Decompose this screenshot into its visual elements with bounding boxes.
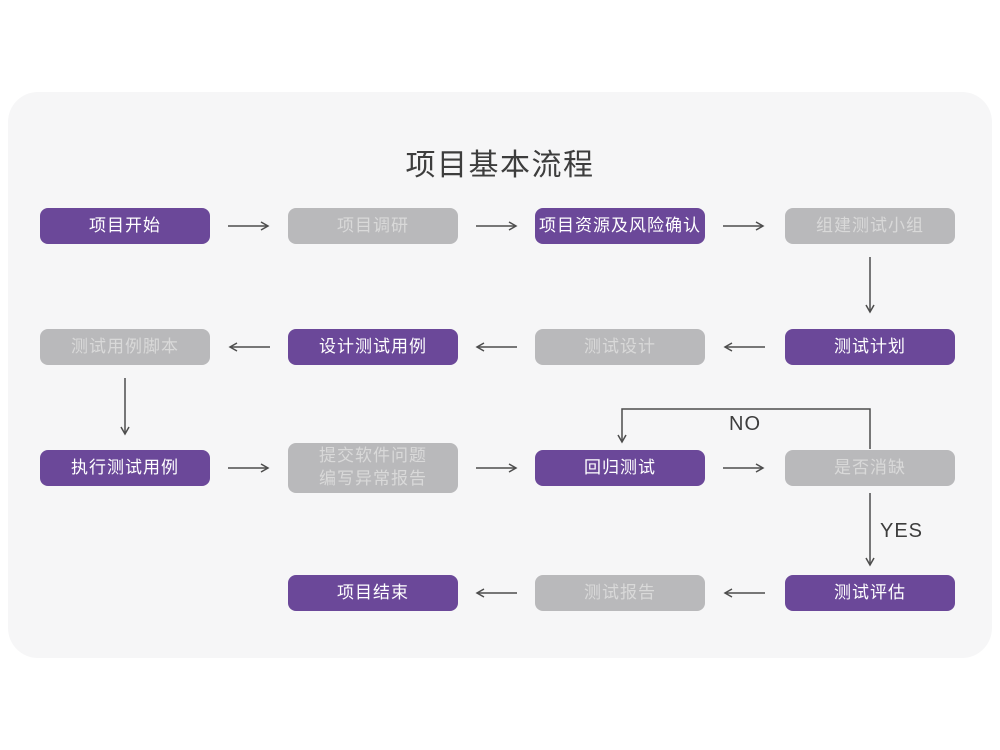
flow-node-submit-issue-report: 提交软件问题 编写异常报告 — [288, 443, 458, 493]
flow-node-test-evaluation: 测试评估 — [785, 575, 955, 611]
flow-node-defect-eliminated: 是否消缺 — [785, 450, 955, 486]
flow-node-execute-test-case: 执行测试用例 — [40, 450, 210, 486]
flow-node-project-research: 项目调研 — [288, 208, 458, 244]
flow-node-project-end: 项目结束 — [288, 575, 458, 611]
flowchart-card — [8, 92, 992, 658]
no-edge-label: NO — [729, 413, 761, 435]
flow-node-project-start: 项目开始 — [40, 208, 210, 244]
flow-node-test-report: 测试报告 — [535, 575, 705, 611]
flow-node-test-case-script: 测试用例脚本 — [40, 329, 210, 365]
flow-node-regression-test: 回归测试 — [535, 450, 705, 486]
flow-node-build-test-team: 组建测试小组 — [785, 208, 955, 244]
flow-node-resources-risk-confirm: 项目资源及风险确认 — [535, 208, 705, 244]
diagram-title: 项目基本流程 — [405, 149, 595, 182]
flow-node-test-plan: 测试计划 — [785, 329, 955, 365]
yes-edge-label: YES — [880, 520, 924, 542]
flow-node-design-test-case: 设计测试用例 — [288, 329, 458, 365]
flow-node-test-design: 测试设计 — [535, 329, 705, 365]
